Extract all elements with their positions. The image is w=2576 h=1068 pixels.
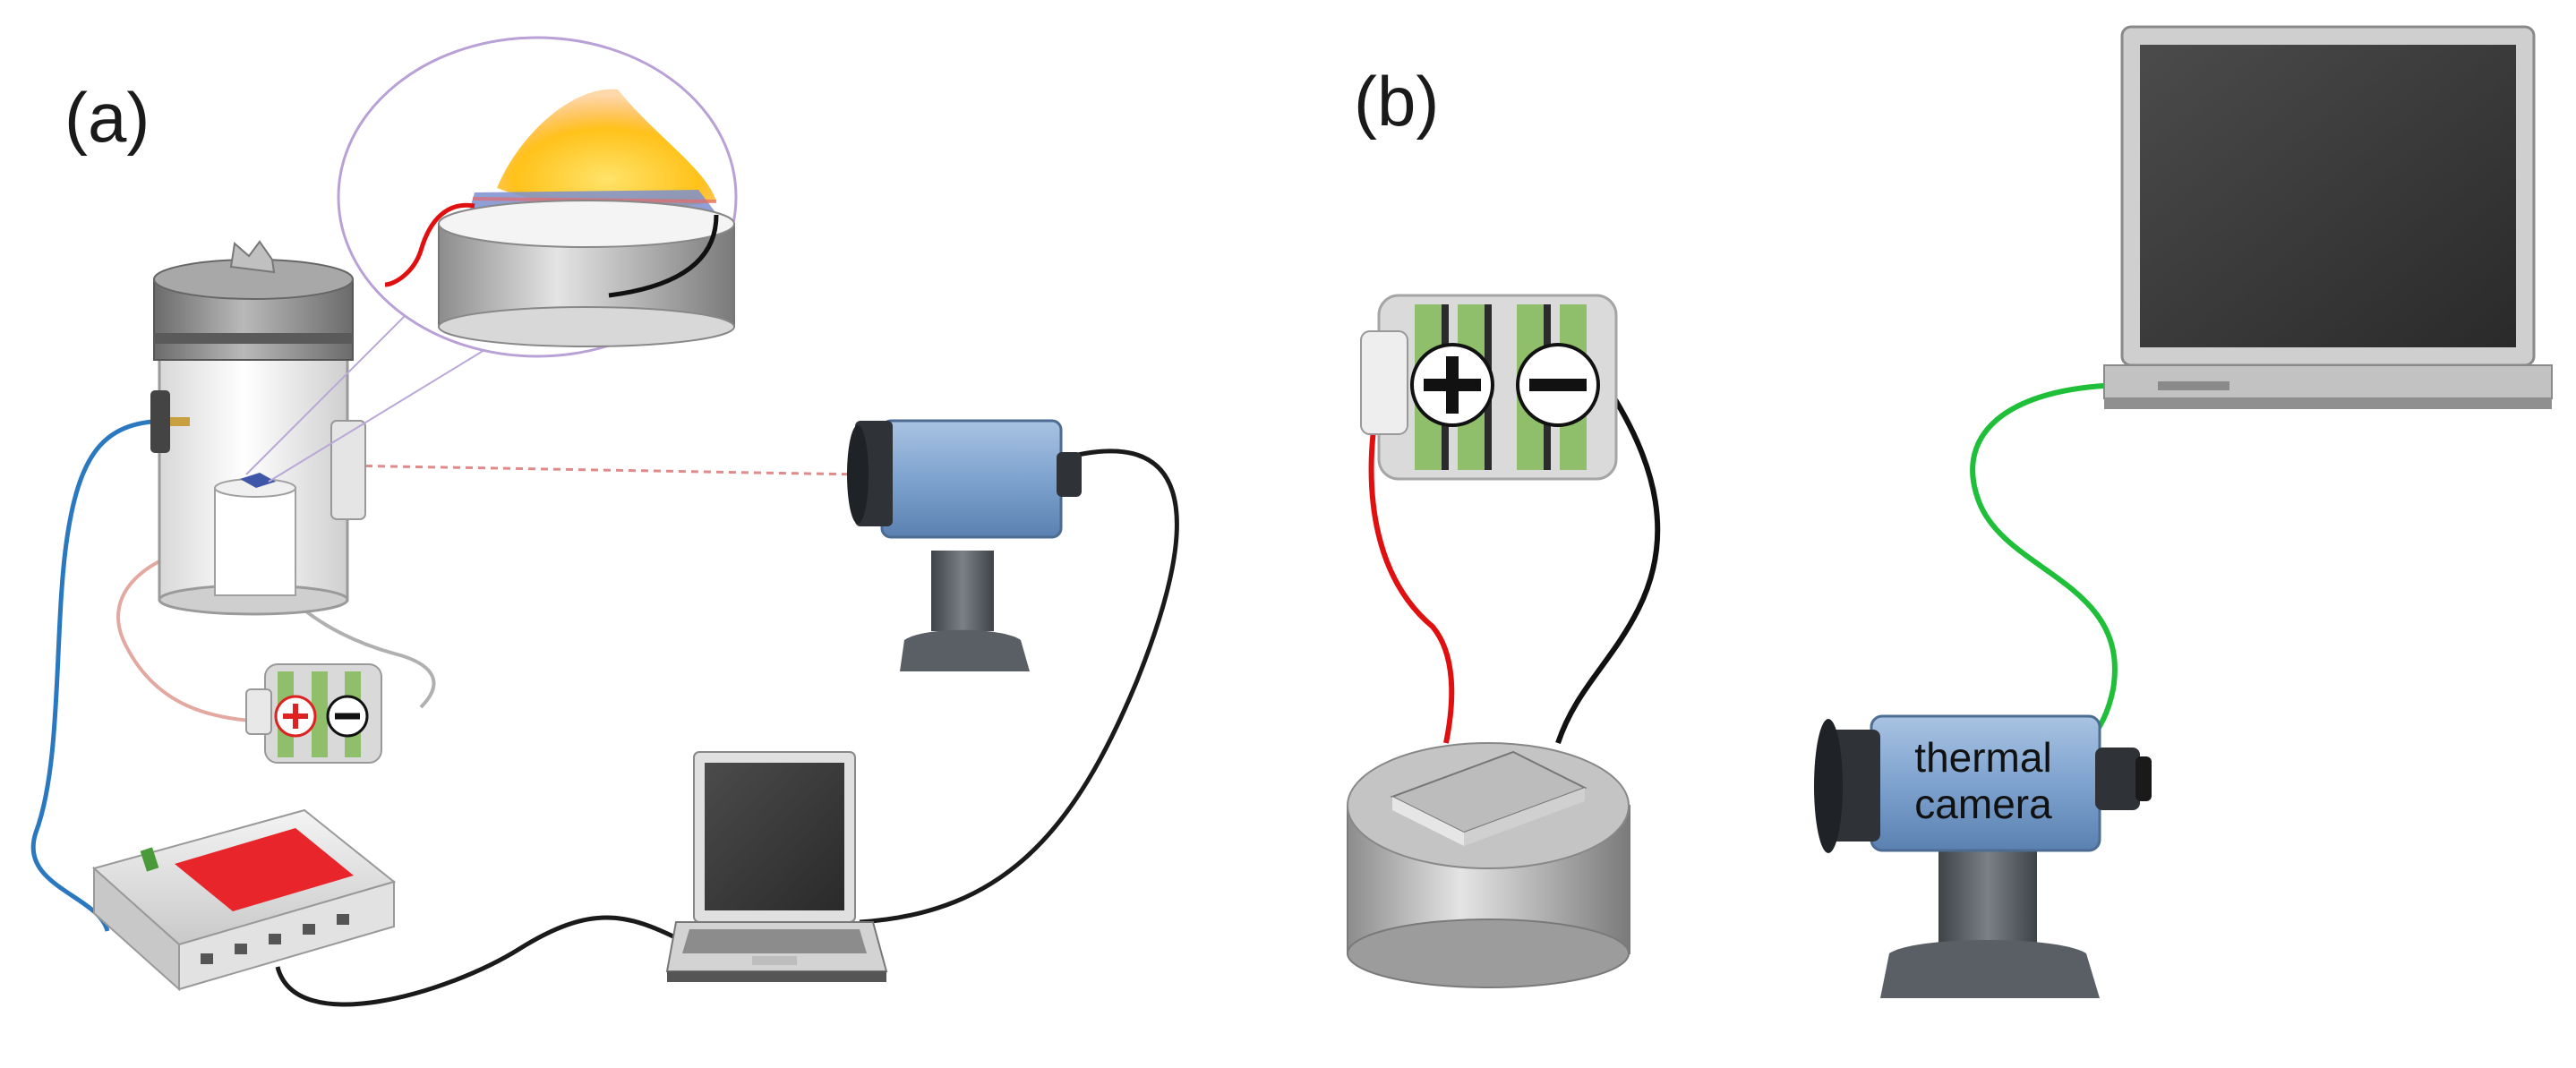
flame-icon: [497, 89, 716, 209]
red-wire: [1368, 402, 1455, 744]
thermal-camera-icon: thermal camera: [1814, 714, 2152, 998]
black-wire-box-laptop: [275, 915, 682, 1007]
red-lead: [384, 202, 475, 287]
panel-b-label: (b): [1354, 62, 1439, 141]
green-wire: [1970, 382, 2132, 773]
sample-stage-icon: [1347, 742, 1630, 988]
magnified-sample-icon: [337, 36, 738, 358]
dashed-laser-line: [339, 464, 860, 476]
black-wire-camera-laptop: [859, 449, 1179, 925]
panel-b: (b): [1347, 25, 2553, 998]
black-lead: [608, 214, 719, 298]
laptop-icon: [2103, 25, 2553, 409]
laptop-icon: [665, 751, 888, 982]
controller-box-icon: [91, 808, 397, 992]
black-wire: [1555, 392, 1661, 744]
blue-wire: [30, 418, 171, 932]
panel-a: (a): [30, 36, 1179, 1007]
thermal-camera-icon: [847, 419, 1082, 671]
vacuum-chamber-icon: [150, 240, 366, 616]
camera-label-line2: camera: [1914, 781, 2052, 827]
camera-label-line1: thermal: [1914, 734, 2051, 781]
battery-icon: [1360, 294, 1618, 481]
panel-a-label: (a): [64, 78, 150, 157]
battery-icon: [245, 663, 382, 764]
